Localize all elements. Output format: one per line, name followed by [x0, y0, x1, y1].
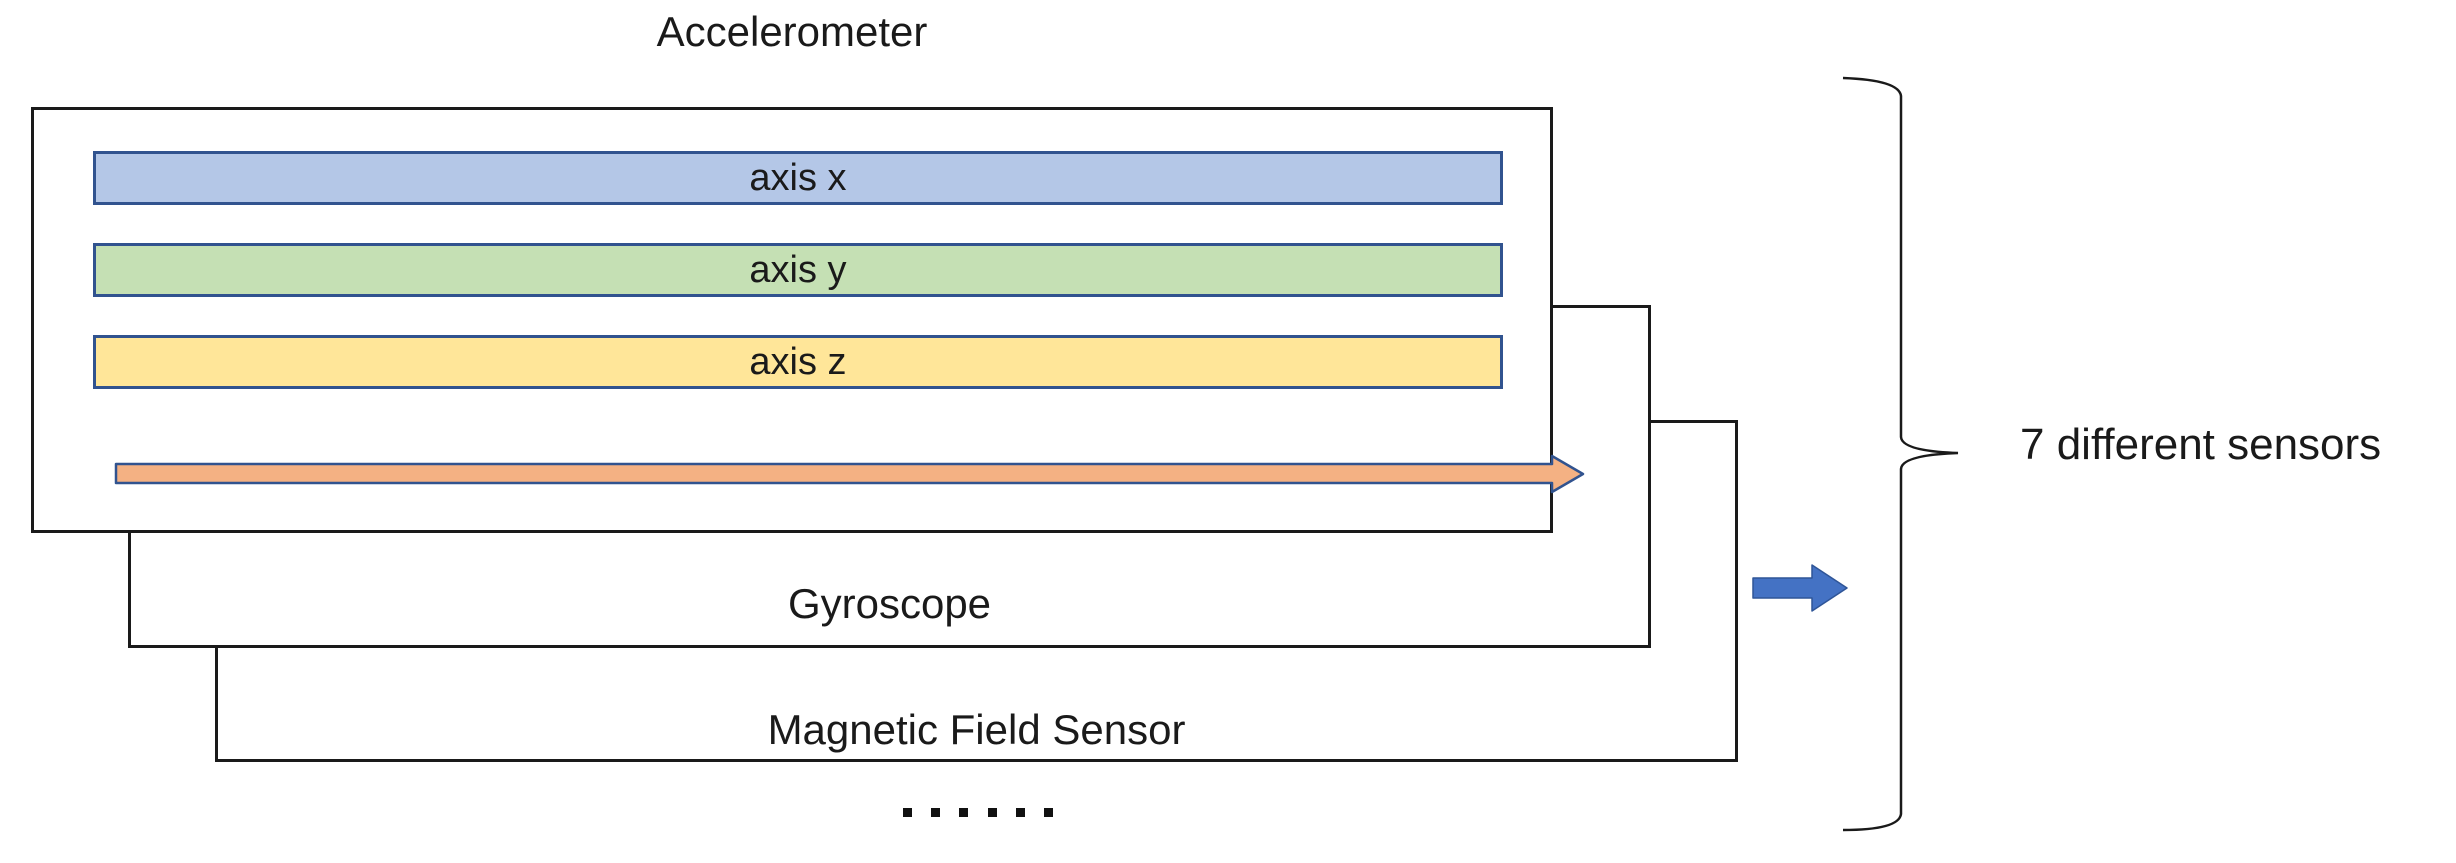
axis-y-bar: axis y: [93, 243, 1503, 297]
dot-icon: [959, 807, 969, 817]
ellipsis-dots: [903, 806, 1053, 818]
dot-icon: [931, 807, 941, 817]
output-arrow-icon: [1752, 564, 1848, 612]
dot-icon: [1015, 807, 1025, 817]
axis-z-bar: axis z: [93, 335, 1503, 389]
dot-icon: [987, 807, 997, 817]
axis-x-label: axis x: [749, 156, 847, 199]
curly-brace-icon: [1842, 76, 1959, 832]
accelerometer-title: Accelerometer: [656, 8, 928, 55]
axis-x-bar: axis x: [93, 151, 1503, 205]
accelerometer-box: axis x axis y axis z: [31, 107, 1585, 533]
dot-icon: [903, 807, 912, 817]
axis-z-label: axis z: [749, 340, 847, 383]
gyroscope-label: Gyroscope: [787, 580, 992, 627]
time-axis-arrow-icon: [114, 454, 1585, 494]
sensors-count-label: 7 different sensors: [2020, 420, 2382, 469]
axis-y-label: axis y: [749, 248, 847, 291]
dot-icon: [1043, 807, 1053, 817]
magnetic-field-sensor-label: Magnetic Field Sensor: [767, 706, 1186, 753]
